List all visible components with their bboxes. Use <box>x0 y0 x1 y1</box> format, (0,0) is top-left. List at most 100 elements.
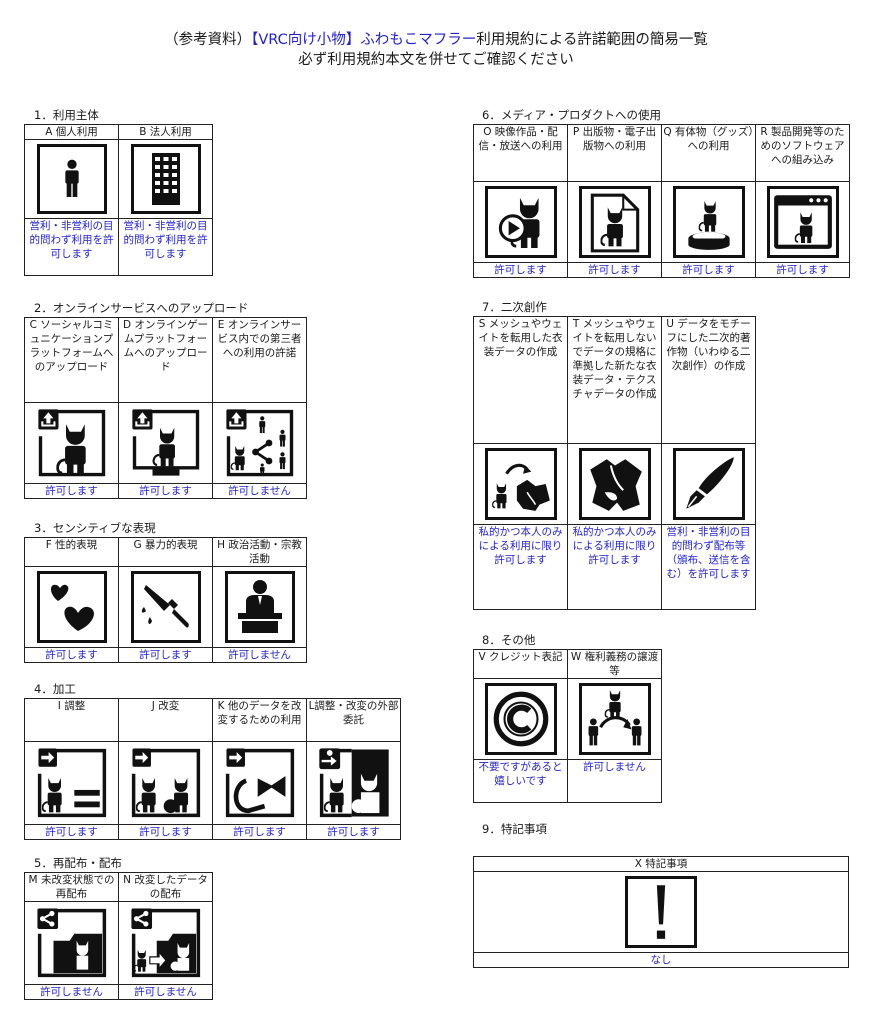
item-I-icon-cell <box>24 741 119 825</box>
item-Q-label: Q 有体物（グッズ）への利用 <box>661 124 756 182</box>
person-icon <box>36 144 107 214</box>
item-T-label: T メッシュやウェイトを転用しないでデータの規格に準拠した新たな衣装データ・テク… <box>567 316 662 444</box>
section-8-heading: 8．その他 <box>482 633 536 647</box>
share-folder-icon <box>34 906 109 980</box>
pen-nib-icon <box>672 448 745 520</box>
section-7-table: S メッシュやウェイトを転用した衣装データの作成 T メッシュやウェイトを転用し… <box>473 316 756 610</box>
item-J-label: J 改変 <box>118 698 213 742</box>
item-N-label: N 改変したデータの配布 <box>118 872 213 902</box>
item-L-result: 許可します <box>306 824 401 840</box>
item-R-icon-cell <box>755 181 850 263</box>
upload-monitor-icon <box>129 407 202 479</box>
item-J-result: 許可します <box>118 824 213 840</box>
section-4-table: I 調整 J 改変 K 他のデータを改変するための利用 L調整・改変の外部委託 <box>24 698 401 840</box>
item-N-icon-cell <box>118 901 213 985</box>
item-A-label: A 個人利用 <box>24 124 119 140</box>
item-V-label: V クレジット表記 <box>473 649 568 679</box>
item-C-icon-cell <box>24 402 119 484</box>
item-S-result: 私的かつ本人のみによる利用に限り許可します <box>473 524 568 610</box>
item-H-label: H 政治活動・宗教活動 <box>212 537 307 567</box>
item-C-label: C ソーシャルコミュニケーションプラットフォームへのアップロード <box>24 317 119 403</box>
item-I-label: I 調整 <box>24 698 119 742</box>
item-T-icon-cell <box>567 443 662 525</box>
item-K-label: K 他のデータを改変するための利用 <box>212 698 307 742</box>
exclamation-icon <box>625 876 697 948</box>
upload-share-icon <box>223 407 296 479</box>
section-7-heading: 7．二次創作 <box>482 300 547 314</box>
document-icon <box>578 186 651 258</box>
item-I-result: 許可します <box>24 824 119 840</box>
item-M-label: M 未改変状態での再配布 <box>24 872 119 902</box>
section-1-table: A 個人利用 B 法人利用 <box>24 124 213 276</box>
item-T-result: 私的かつ本人のみによる利用に限り許可します <box>567 524 662 610</box>
item-U-result: 営利・非営利の目的問わず配布等（頒布、送信を含む）を許可します <box>661 524 756 610</box>
section-6-table: O 映像作品・配信・放送への利用 P 出版物・電子出版物への利用 Q 有体物（グ… <box>473 124 850 278</box>
section-4-heading: 4．加工 <box>34 682 76 696</box>
video-play-icon <box>484 186 557 258</box>
item-D-icon-cell <box>118 402 213 484</box>
item-R-result: 許可します <box>755 262 850 278</box>
item-G-result: 許可します <box>118 647 213 663</box>
item-A-result: 営利・非営利の目的問わず利用を許可します <box>24 218 119 276</box>
building-icon <box>130 144 201 214</box>
share-modified-icon <box>128 906 203 980</box>
item-E-icon-cell <box>212 402 307 484</box>
item-H-result: 許可しません <box>212 647 307 663</box>
title-suffix: 利用規約による許諾範囲の簡易一覧 <box>476 32 708 48</box>
item-X-result: なし <box>473 952 849 968</box>
title-prefix: （参考資料） <box>164 32 252 48</box>
item-X-icon-cell <box>473 871 849 953</box>
item-D-result: 許可します <box>118 483 213 499</box>
item-B-label: B 法人利用 <box>118 124 213 140</box>
item-R-label: R 製品開発等のためのソフトウェアへの組み込み <box>755 124 850 182</box>
item-C-result: 許可します <box>24 483 119 499</box>
item-F-icon-cell <box>24 566 119 648</box>
transfer-rights-icon <box>578 683 651 755</box>
section-9-table: X 特記事項 なし <box>473 856 849 968</box>
upload-avatar-icon <box>35 407 108 479</box>
podium-speaker-icon <box>224 571 295 643</box>
item-N-result: 許可しません <box>118 984 213 1000</box>
item-E-label: E オンラインサービス内での第三者への利用の許諾 <box>212 317 307 403</box>
knife-icon <box>130 571 201 643</box>
parts-reuse-icon <box>222 746 297 820</box>
item-W-label: W 権利義務の譲渡等 <box>567 649 662 679</box>
product-name: 【VRC向け小物】ふわもこマフラー <box>251 32 477 48</box>
item-O-icon-cell <box>473 181 568 263</box>
outsource-icon <box>316 746 391 820</box>
item-K-icon-cell <box>212 741 307 825</box>
copyright-icon <box>484 683 557 755</box>
item-V-result: 不要ですがあると嬉しいです <box>473 759 568 803</box>
item-P-label: P 出版物・電子出版物への利用 <box>567 124 662 182</box>
item-E-result: 許可しません <box>212 483 307 499</box>
item-S-icon-cell <box>473 443 568 525</box>
item-F-result: 許可します <box>24 647 119 663</box>
software-window-icon <box>766 186 839 258</box>
item-B-icon-cell <box>118 139 213 219</box>
item-P-result: 許可します <box>567 262 662 278</box>
section-2-heading: 2．オンラインサービスへのアップロード <box>34 301 249 315</box>
item-O-label: O 映像作品・配信・放送への利用 <box>473 124 568 182</box>
item-H-icon-cell <box>212 566 307 648</box>
item-L-label: L調整・改変の外部委託 <box>306 698 401 742</box>
outfit-transfer-icon <box>484 448 557 520</box>
item-F-label: F 性的表現 <box>24 537 119 567</box>
section-9-heading: 9．特記事項 <box>482 822 547 836</box>
section-5-table: M 未改変状態での再配布 N 改変したデータの配布 許可しません 許可しません <box>24 872 213 1000</box>
item-X-label: X 特記事項 <box>473 856 849 872</box>
section-1-heading: 1．利用主体 <box>34 108 99 122</box>
item-L-icon-cell <box>306 741 401 825</box>
item-G-icon-cell <box>118 566 213 648</box>
item-S-label: S メッシュやウェイトを転用した衣装データの作成 <box>473 316 568 444</box>
adjust-equal-icon <box>34 746 109 820</box>
item-G-label: G 暴力的表現 <box>118 537 213 567</box>
item-V-icon-cell <box>473 678 568 760</box>
page-subtitle: 必ず利用規約本文を併せてご確認ください <box>298 52 574 68</box>
item-Q-icon-cell <box>661 181 756 263</box>
item-U-icon-cell <box>661 443 756 525</box>
item-K-result: 許可します <box>212 824 307 840</box>
item-W-result: 許可しません <box>567 759 662 803</box>
figure-goods-icon <box>672 186 745 258</box>
section-5-heading: 5．再配布・配布 <box>34 856 122 870</box>
item-Q-result: 許可します <box>661 262 756 278</box>
